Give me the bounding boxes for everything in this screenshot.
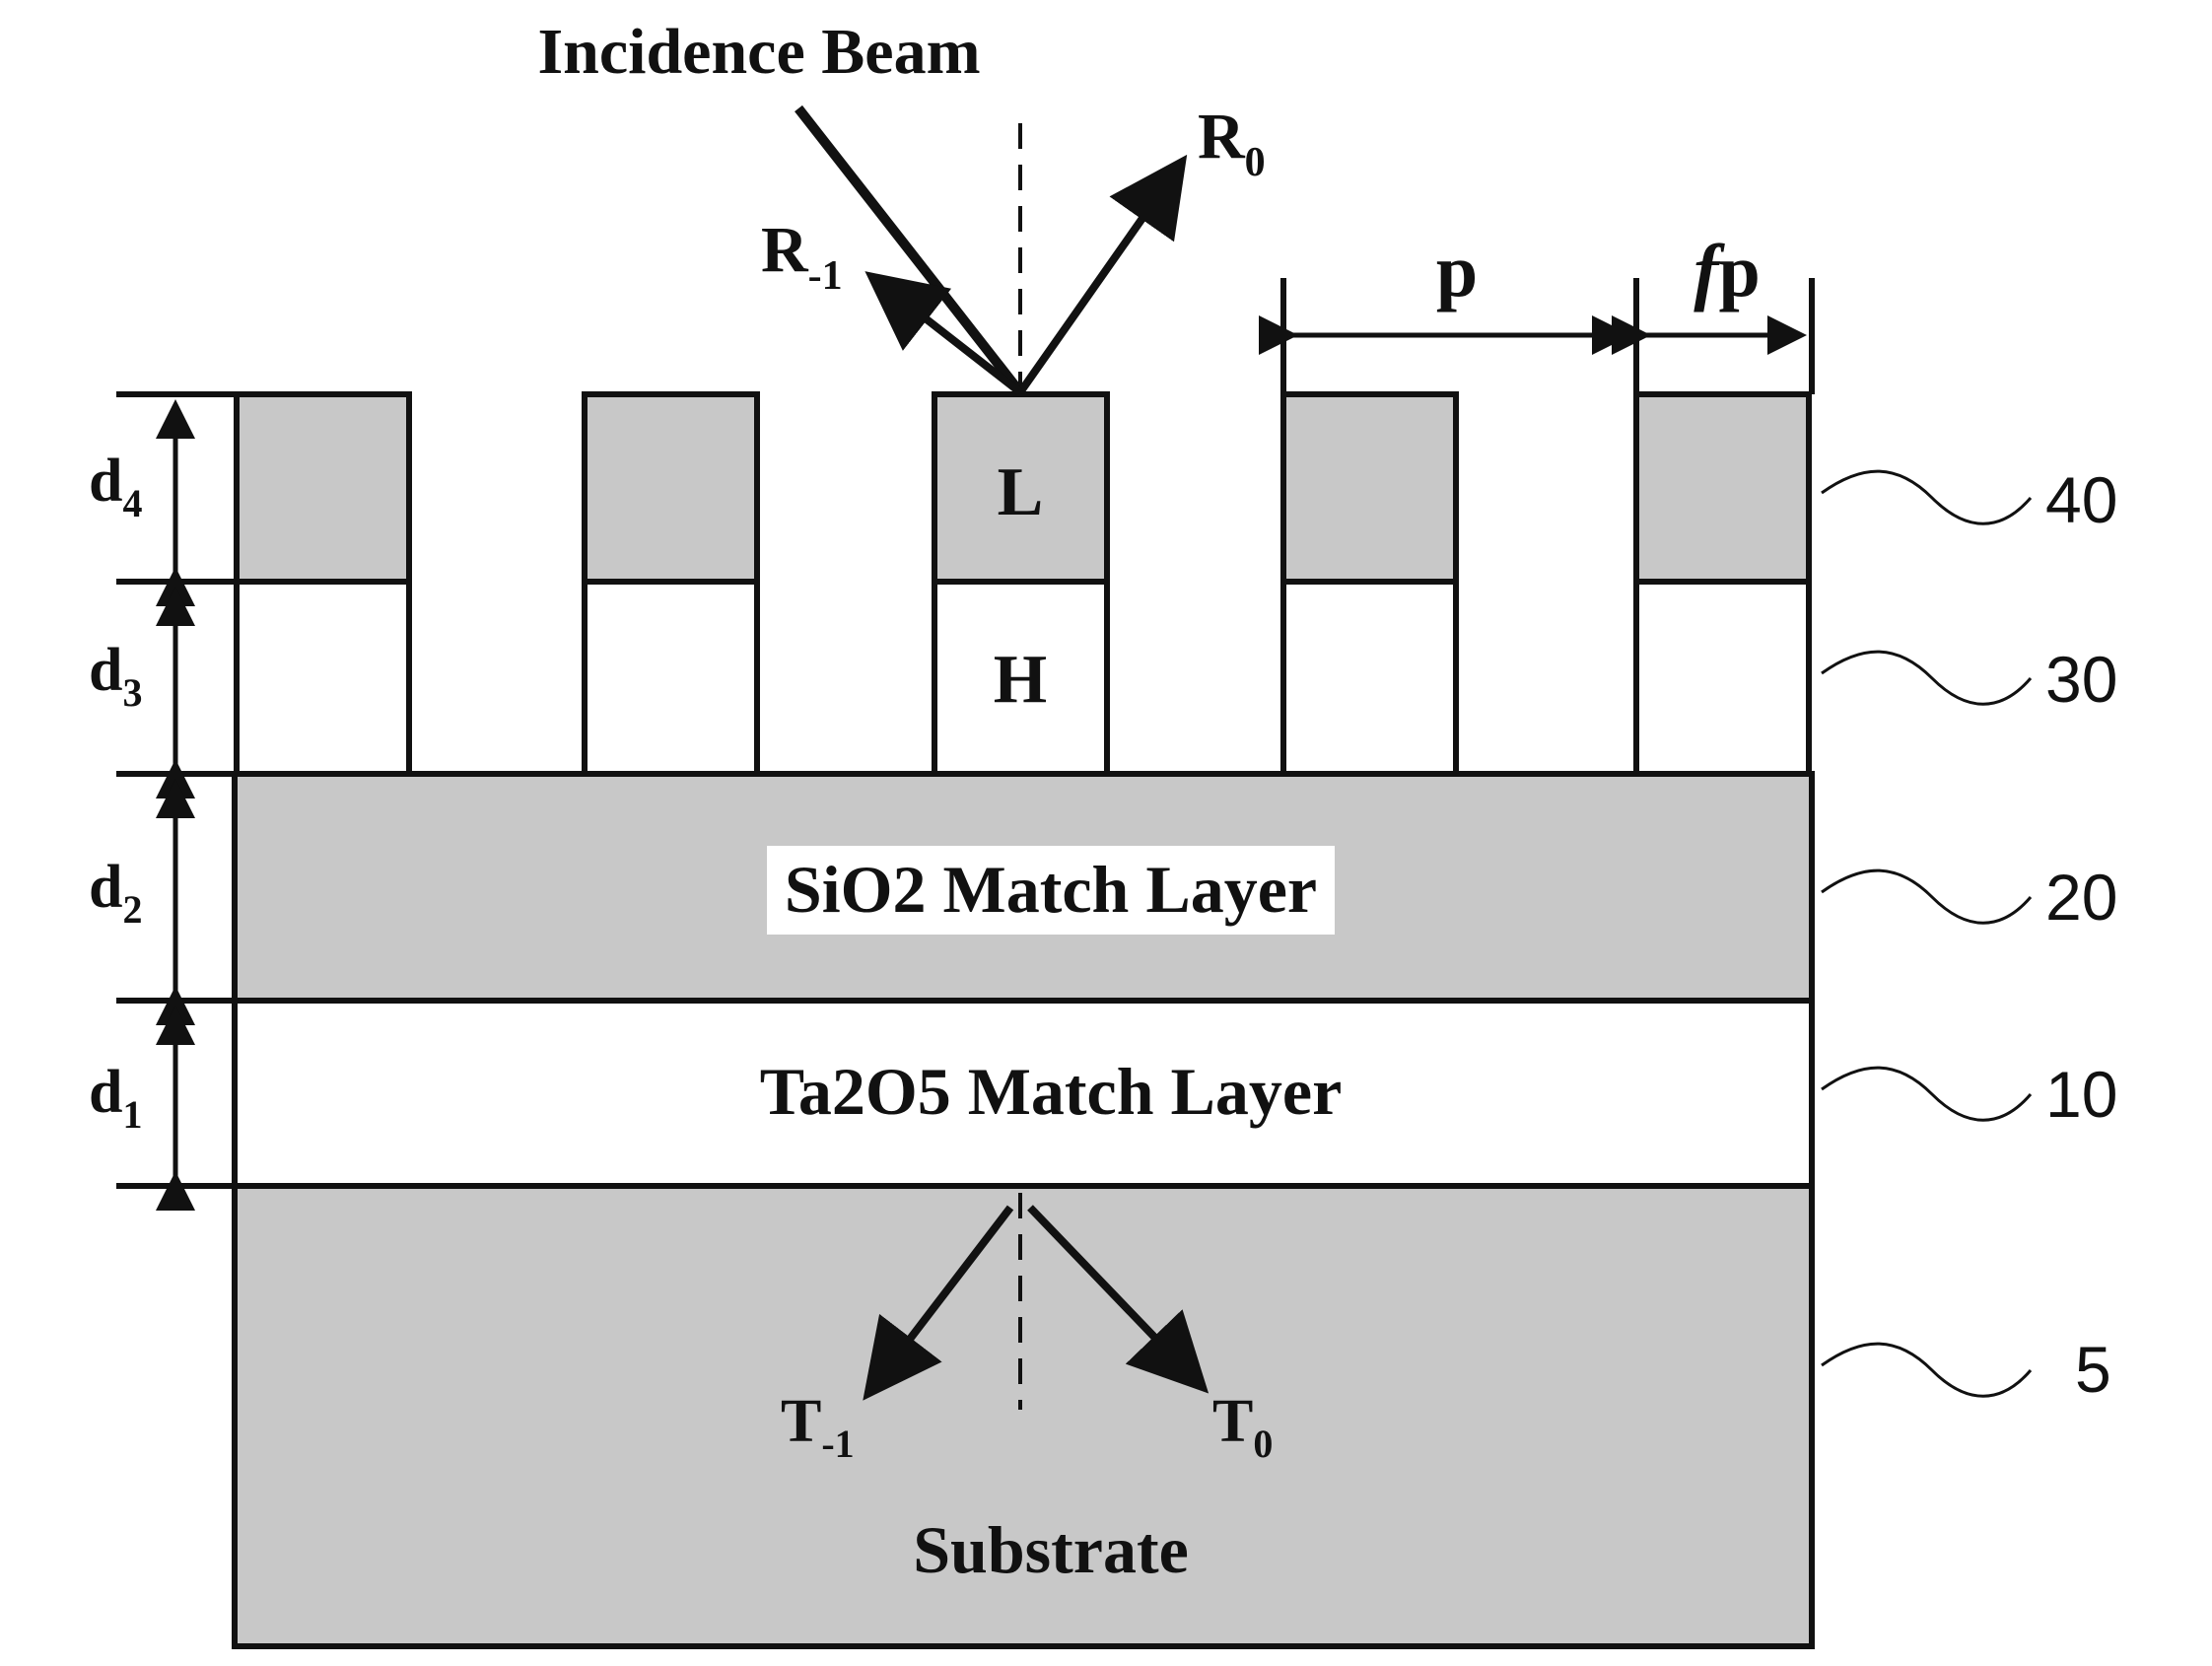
ridge-2 <box>585 394 757 774</box>
d3-label: d3 <box>89 637 142 715</box>
period-label: p <box>1436 230 1478 312</box>
ref-number-5: 5 <box>2075 1333 2111 1406</box>
substrate-label: Substrate <box>913 1512 1189 1587</box>
reflection-beams <box>798 108 1178 394</box>
low-index-label: L <box>998 454 1044 530</box>
sio2-layer-label: SiO2 Match Layer <box>785 852 1317 927</box>
leader-20 <box>1822 870 2031 923</box>
d1-label: d1 <box>89 1059 142 1137</box>
ridge-1 <box>237 394 409 774</box>
ridge-5-high-index <box>1636 582 1809 774</box>
ref-number-30: 30 <box>2045 643 2117 716</box>
fill-width-label: fp <box>1694 230 1761 312</box>
ridge-4 <box>1283 394 1456 774</box>
ridge-5 <box>1636 394 1809 774</box>
r0-beam-arrow <box>1020 168 1178 392</box>
ref-number-20: 20 <box>2045 861 2117 934</box>
ref-number-40: 40 <box>2045 463 2117 536</box>
ta2o5-layer-label: Ta2O5 Match Layer <box>760 1054 1343 1129</box>
ridge-4-high-index <box>1283 582 1456 774</box>
leader-40 <box>1822 471 2031 523</box>
incidence-beam-arrow <box>798 108 1020 392</box>
ridge-1-low-index <box>237 394 409 582</box>
ridge-2-low-index <box>585 394 757 582</box>
r0-label: R0 <box>1198 101 1266 185</box>
leader-10 <box>1822 1068 2031 1120</box>
d2-label: d2 <box>89 854 142 932</box>
incidence-beam-label: Incidence Beam <box>537 16 980 88</box>
ridge-2-high-index <box>585 582 757 774</box>
ridge-4-low-index <box>1283 394 1456 582</box>
r-1-label: R-1 <box>761 214 843 299</box>
ref-number-10: 10 <box>2045 1058 2117 1131</box>
ridge-1-high-index <box>237 582 409 774</box>
leader-5 <box>1822 1344 2031 1396</box>
high-index-label: H <box>994 642 1047 718</box>
leader-30 <box>1822 652 2031 704</box>
leader-lines <box>1822 471 2031 1396</box>
ridge-5-low-index <box>1636 394 1809 582</box>
d4-label: d4 <box>89 448 142 525</box>
